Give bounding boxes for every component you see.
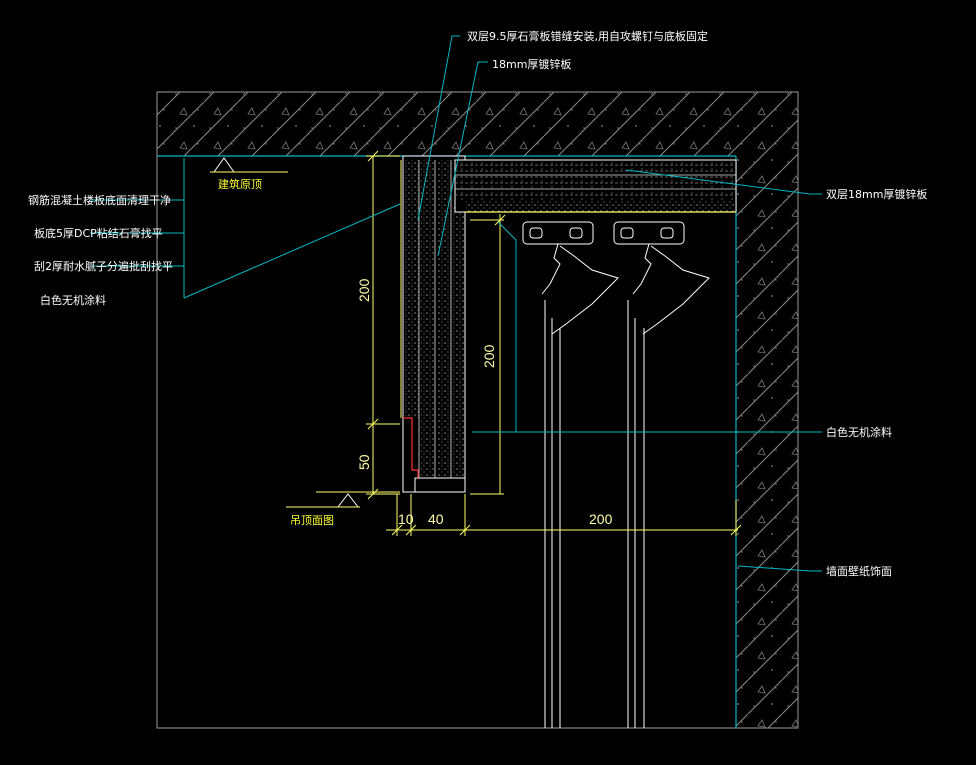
elevation-marker-structure: 建筑原顶	[210, 157, 288, 191]
dim-200-bottom: 200	[589, 511, 613, 527]
curtain-track-right	[613, 221, 710, 728]
dim-40: 40	[428, 511, 444, 527]
note-dcp-plaster: 板底5厚DCP粘结石膏找平	[34, 226, 163, 240]
concrete-slab	[157, 92, 798, 157]
note-white-coating-right: 白色无机涂料	[826, 425, 892, 439]
elevation-label-structure: 建筑原顶	[218, 177, 262, 191]
note-wallpaper: 墙面壁纸饰面	[826, 564, 892, 578]
concrete-wall	[735, 156, 798, 728]
note-double-gypsum: 双层9.5厚石膏板错缝安装,用自攻螺钉与底板固定	[467, 29, 708, 43]
note-galvanized-board: 18mm厚镀锌板	[492, 57, 571, 71]
leader-lines	[90, 35, 822, 572]
dim-10: 10	[398, 511, 414, 527]
curtain-track-left	[522, 221, 619, 728]
elevation-marker-ceiling: 吊顶面图	[286, 491, 400, 527]
dim-200-inner: 200	[481, 344, 497, 368]
note-double-galvanized: 双层18mm厚镀锌板	[826, 187, 927, 201]
note-concrete-slab: 钢筋混凝土楼板底面清理干净	[28, 193, 171, 207]
dimension-lines	[366, 150, 742, 536]
galvanized-board-layers	[454, 159, 737, 213]
note-white-coating-left: 白色无机涂料	[40, 293, 106, 307]
elevation-label-ceiling: 吊顶面图	[290, 514, 334, 527]
dim-50: 50	[356, 454, 372, 470]
note-putty: 刮2厚耐水腻子分遍批刮找平	[34, 259, 173, 273]
dim-200-left: 200	[356, 278, 372, 302]
